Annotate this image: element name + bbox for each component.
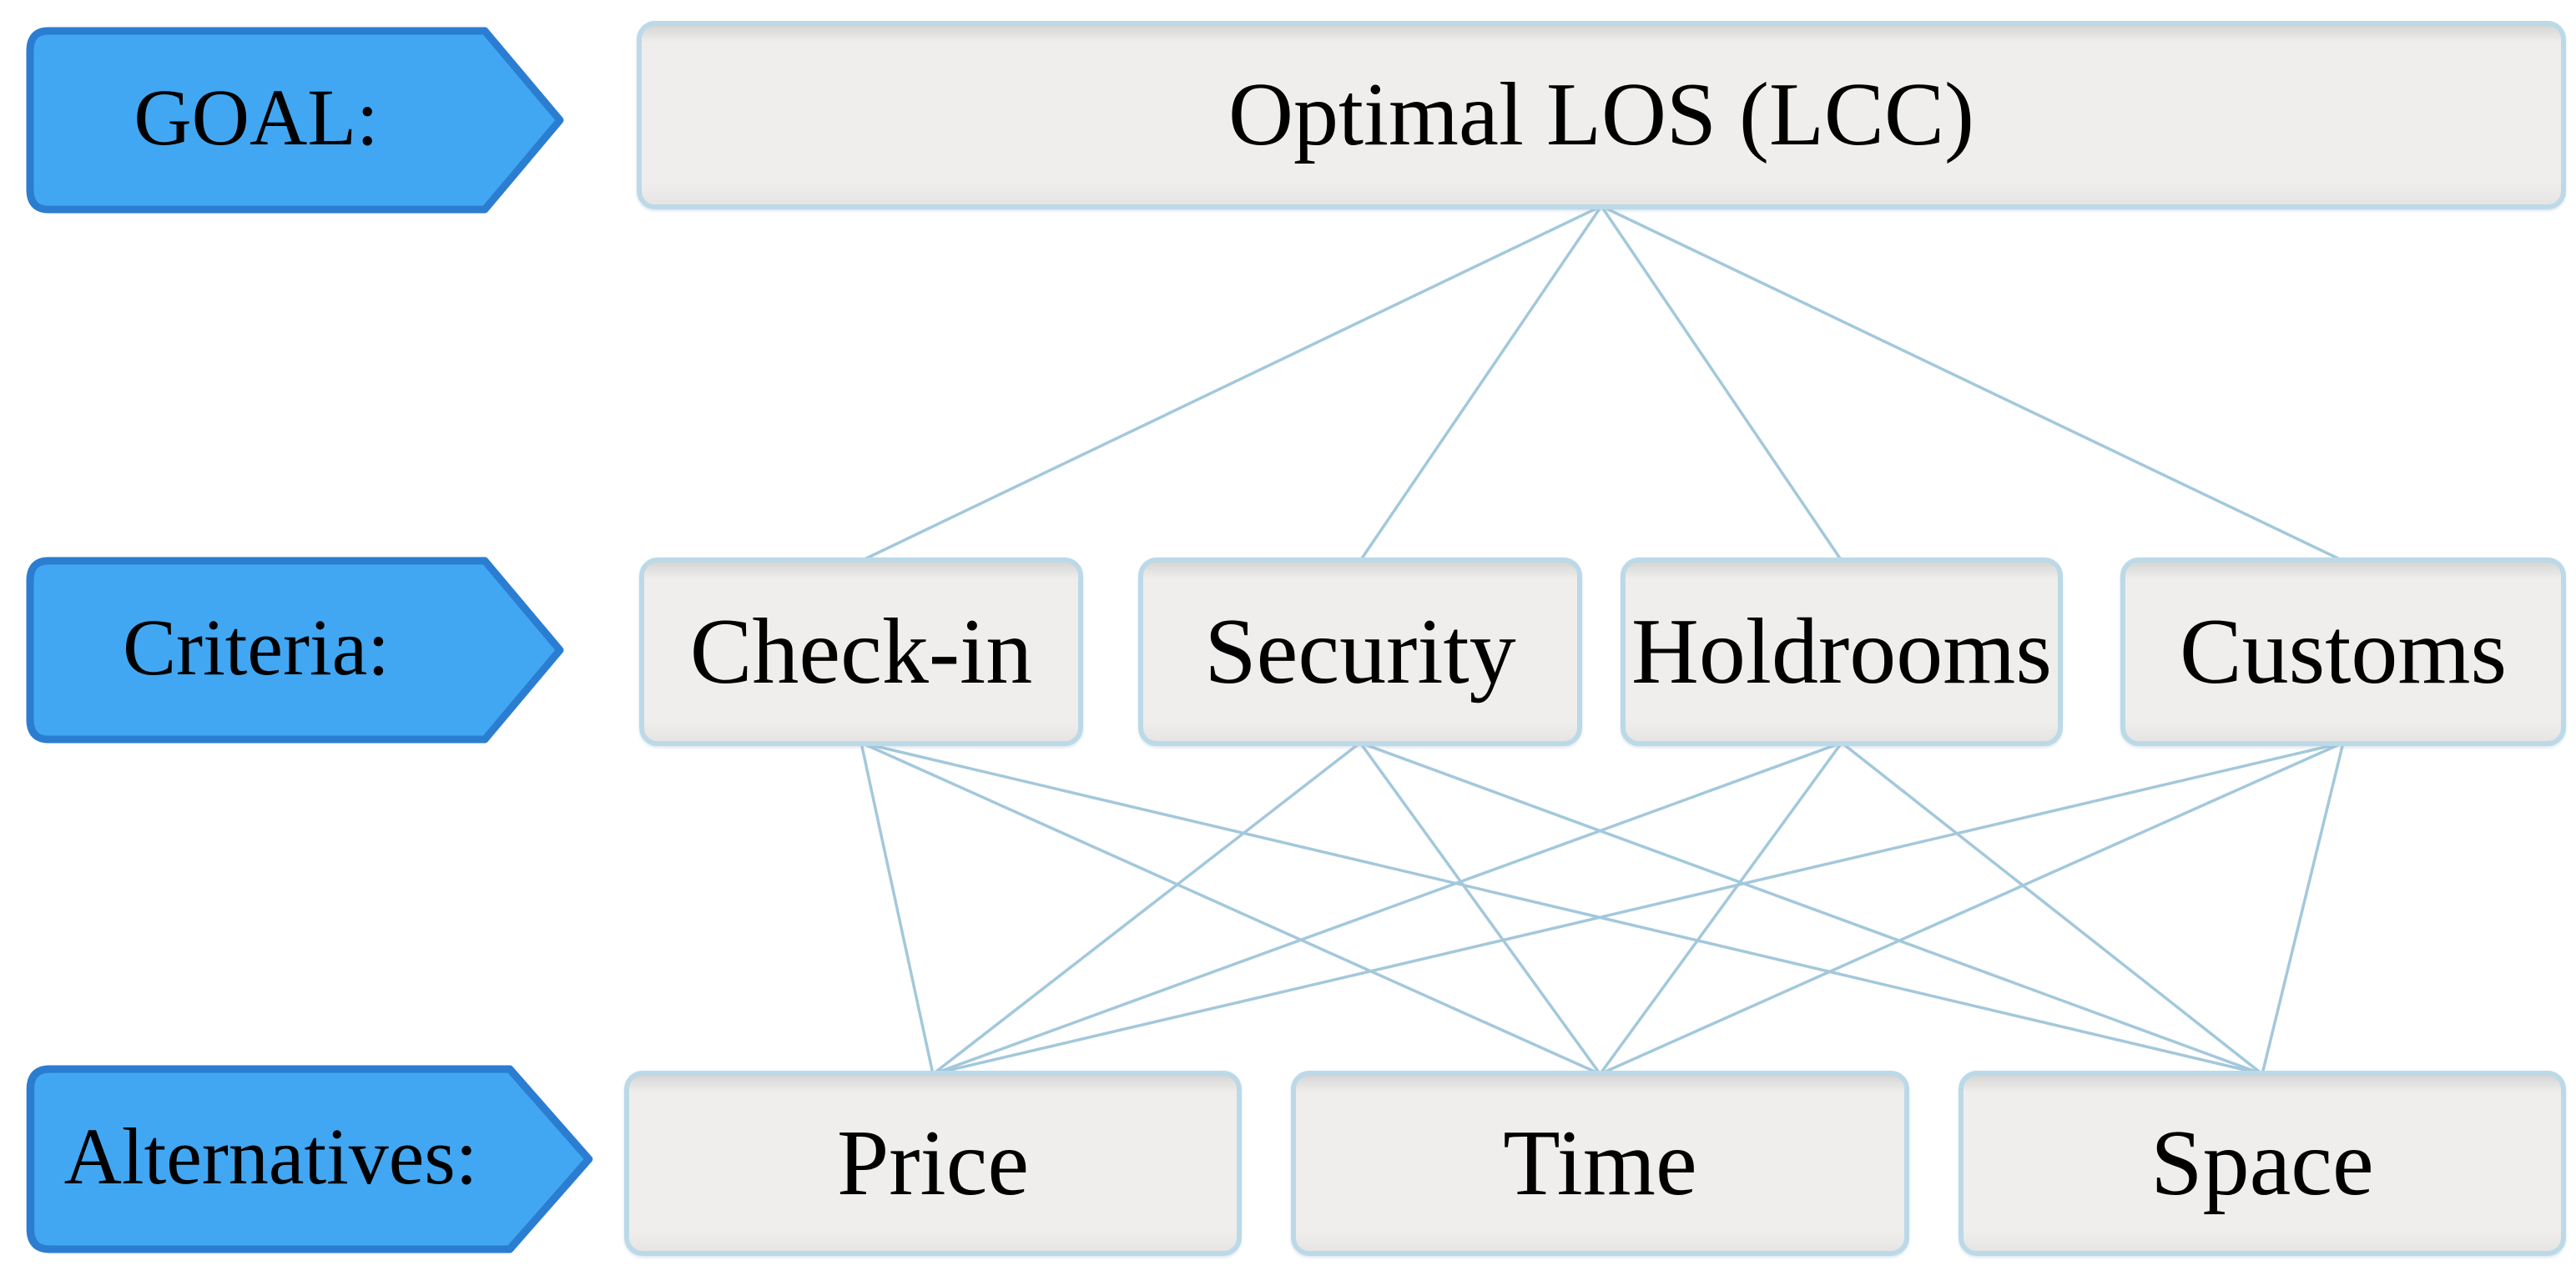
alternative-node-label: Time xyxy=(1503,1112,1697,1215)
criteria-node-label: Check-in xyxy=(689,600,1033,704)
alternative-node-space: Space xyxy=(1958,1071,2566,1256)
edge-criteria-0-to-alternatives-0 xyxy=(860,742,935,1075)
edge-criteria-3-to-alternatives-1 xyxy=(1599,741,2344,1076)
edge-criteria-2-to-alternatives-0 xyxy=(932,741,1843,1076)
criteria-node-label: Security xyxy=(1204,600,1516,704)
alternative-node-price: Price xyxy=(624,1071,1242,1256)
edge-goal-0-to-criteria-1 xyxy=(1359,205,1603,562)
criteria-node-label: Customs xyxy=(2179,600,2508,704)
edge-criteria-3-to-alternatives-2 xyxy=(2261,742,2345,1075)
edge-criteria-1-to-alternatives-1 xyxy=(1359,741,1601,1076)
criteria-tag: Criteria: xyxy=(23,555,566,745)
edge-goal-0-to-criteria-3 xyxy=(1601,204,2344,562)
goal-node-label: Optimal LOS (LCC) xyxy=(1228,65,1974,164)
goal-tag-arrow-icon xyxy=(26,27,564,214)
criteria-node-customs: Customs xyxy=(2120,557,2566,746)
criteria-node-label: Holdrooms xyxy=(1631,600,2052,704)
criteria-tag-arrow-icon xyxy=(26,557,564,744)
alternatives-tag-arrow-icon xyxy=(26,1065,593,1253)
edge-criteria-2-to-alternatives-1 xyxy=(1599,741,1843,1076)
edge-criteria-0-to-alternatives-2 xyxy=(860,741,2263,1076)
goal-tag: GOAL: xyxy=(23,25,566,215)
alternative-node-label: Price xyxy=(836,1112,1030,1215)
criteria-node-check-in: Check-in xyxy=(639,557,1083,746)
alternative-node-label: Space xyxy=(2150,1112,2374,1215)
criteria-tag-label: Criteria: xyxy=(123,602,390,692)
edge-criteria-1-to-alternatives-0 xyxy=(931,741,1362,1076)
criteria-node-security: Security xyxy=(1138,557,1582,746)
goal-node: Optimal LOS (LCC) xyxy=(637,21,2566,209)
criteria-node-holdrooms: Holdrooms xyxy=(1621,557,2063,746)
edge-criteria-3-to-alternatives-0 xyxy=(932,741,2344,1076)
edge-criteria-2-to-alternatives-2 xyxy=(1840,741,2264,1076)
edge-criteria-0-to-alternatives-1 xyxy=(860,741,1601,1076)
alternatives-tag-label: Alternatives: xyxy=(63,1111,478,1201)
goal-tag-label: GOAL: xyxy=(134,72,379,162)
edge-goal-0-to-criteria-0 xyxy=(860,204,1602,562)
alternative-node-time: Time xyxy=(1291,1071,1909,1256)
edge-goal-0-to-criteria-2 xyxy=(1600,205,1843,562)
edge-criteria-1-to-alternatives-2 xyxy=(1359,741,2263,1076)
alternatives-tag: Alternatives: xyxy=(23,1063,595,1255)
